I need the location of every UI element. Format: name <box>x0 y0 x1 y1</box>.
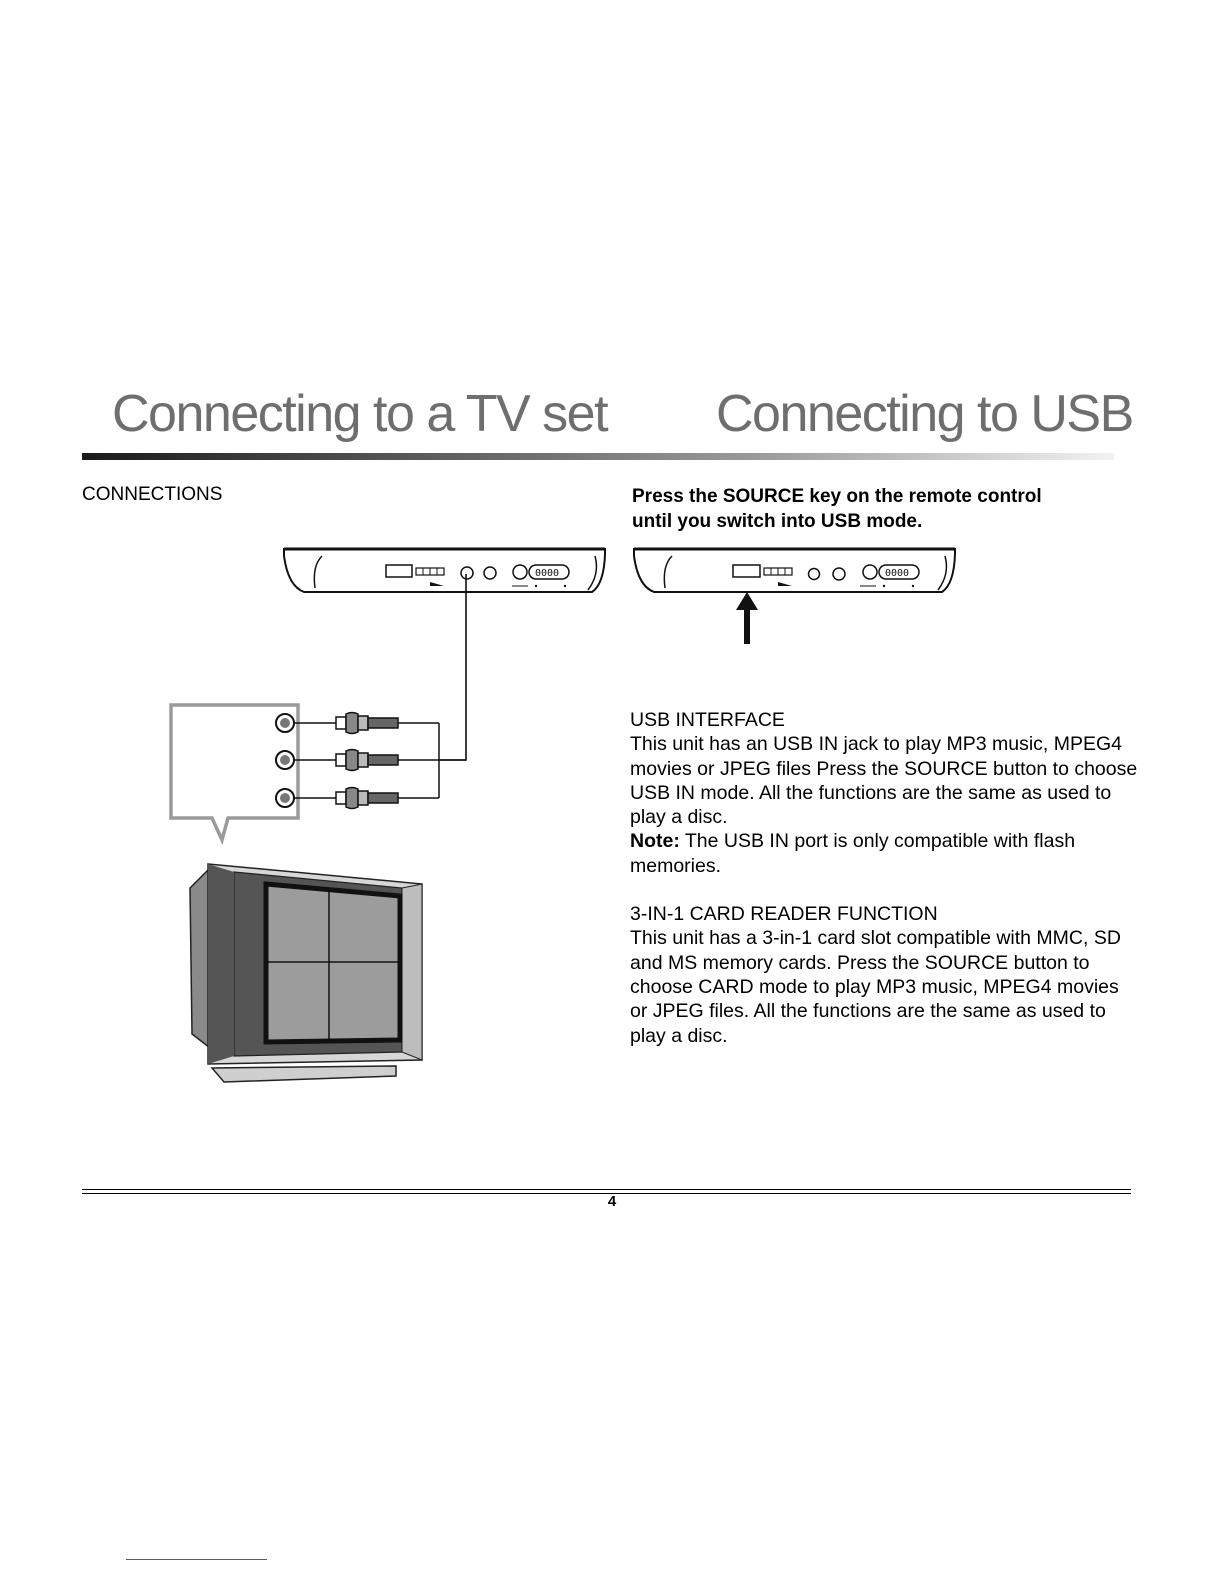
tv-input-panel <box>169 703 300 846</box>
av-jack-white <box>275 750 295 770</box>
av-jack-yellow <box>275 713 295 733</box>
header-rule <box>82 453 1114 460</box>
svg-text:0000: 0000 <box>535 568 559 579</box>
card-reader-text: This unit has a 3-in-1 card slot compati… <box>630 927 1121 1047</box>
av-jack-red <box>275 788 295 808</box>
usb-instruction: Press the SOURCE key on the remote contr… <box>632 486 1042 532</box>
dvd-player-usb-icon: 0000 <box>633 547 956 593</box>
svg-text:0000: 0000 <box>885 568 909 579</box>
footer-rule-bottom <box>82 1193 1131 1194</box>
title-connecting-tv: Connecting to a TV set <box>112 385 609 443</box>
card-reader-heading: 3-IN-1 CARD READER FUNCTION <box>630 903 938 926</box>
connections-label: CONNECTIONS <box>82 484 223 505</box>
title-connecting-usb: Connecting to USB <box>716 385 1134 443</box>
footer-link-underline <box>126 1559 267 1560</box>
usb-body-text: USB INTERFACE This unit has an USB IN ja… <box>630 708 1140 1048</box>
note-text: The USB IN port is only compatible with … <box>630 830 1076 877</box>
up-arrow-icon <box>736 592 758 644</box>
usb-note: Note: The USB IN port is only compatible… <box>630 829 1140 878</box>
dvd-player-icon: 0000 <box>283 547 606 593</box>
rca-cables <box>294 711 466 810</box>
footer-rule-top <box>82 1189 1131 1190</box>
note-label: Note: <box>630 830 680 853</box>
tv-icon <box>189 863 423 1083</box>
page-number: 4 <box>607 1193 617 1210</box>
usb-interface-text: This unit has an USB IN jack to play MP3… <box>630 733 1138 829</box>
usb-interface-heading: USB INTERFACE <box>630 709 785 731</box>
